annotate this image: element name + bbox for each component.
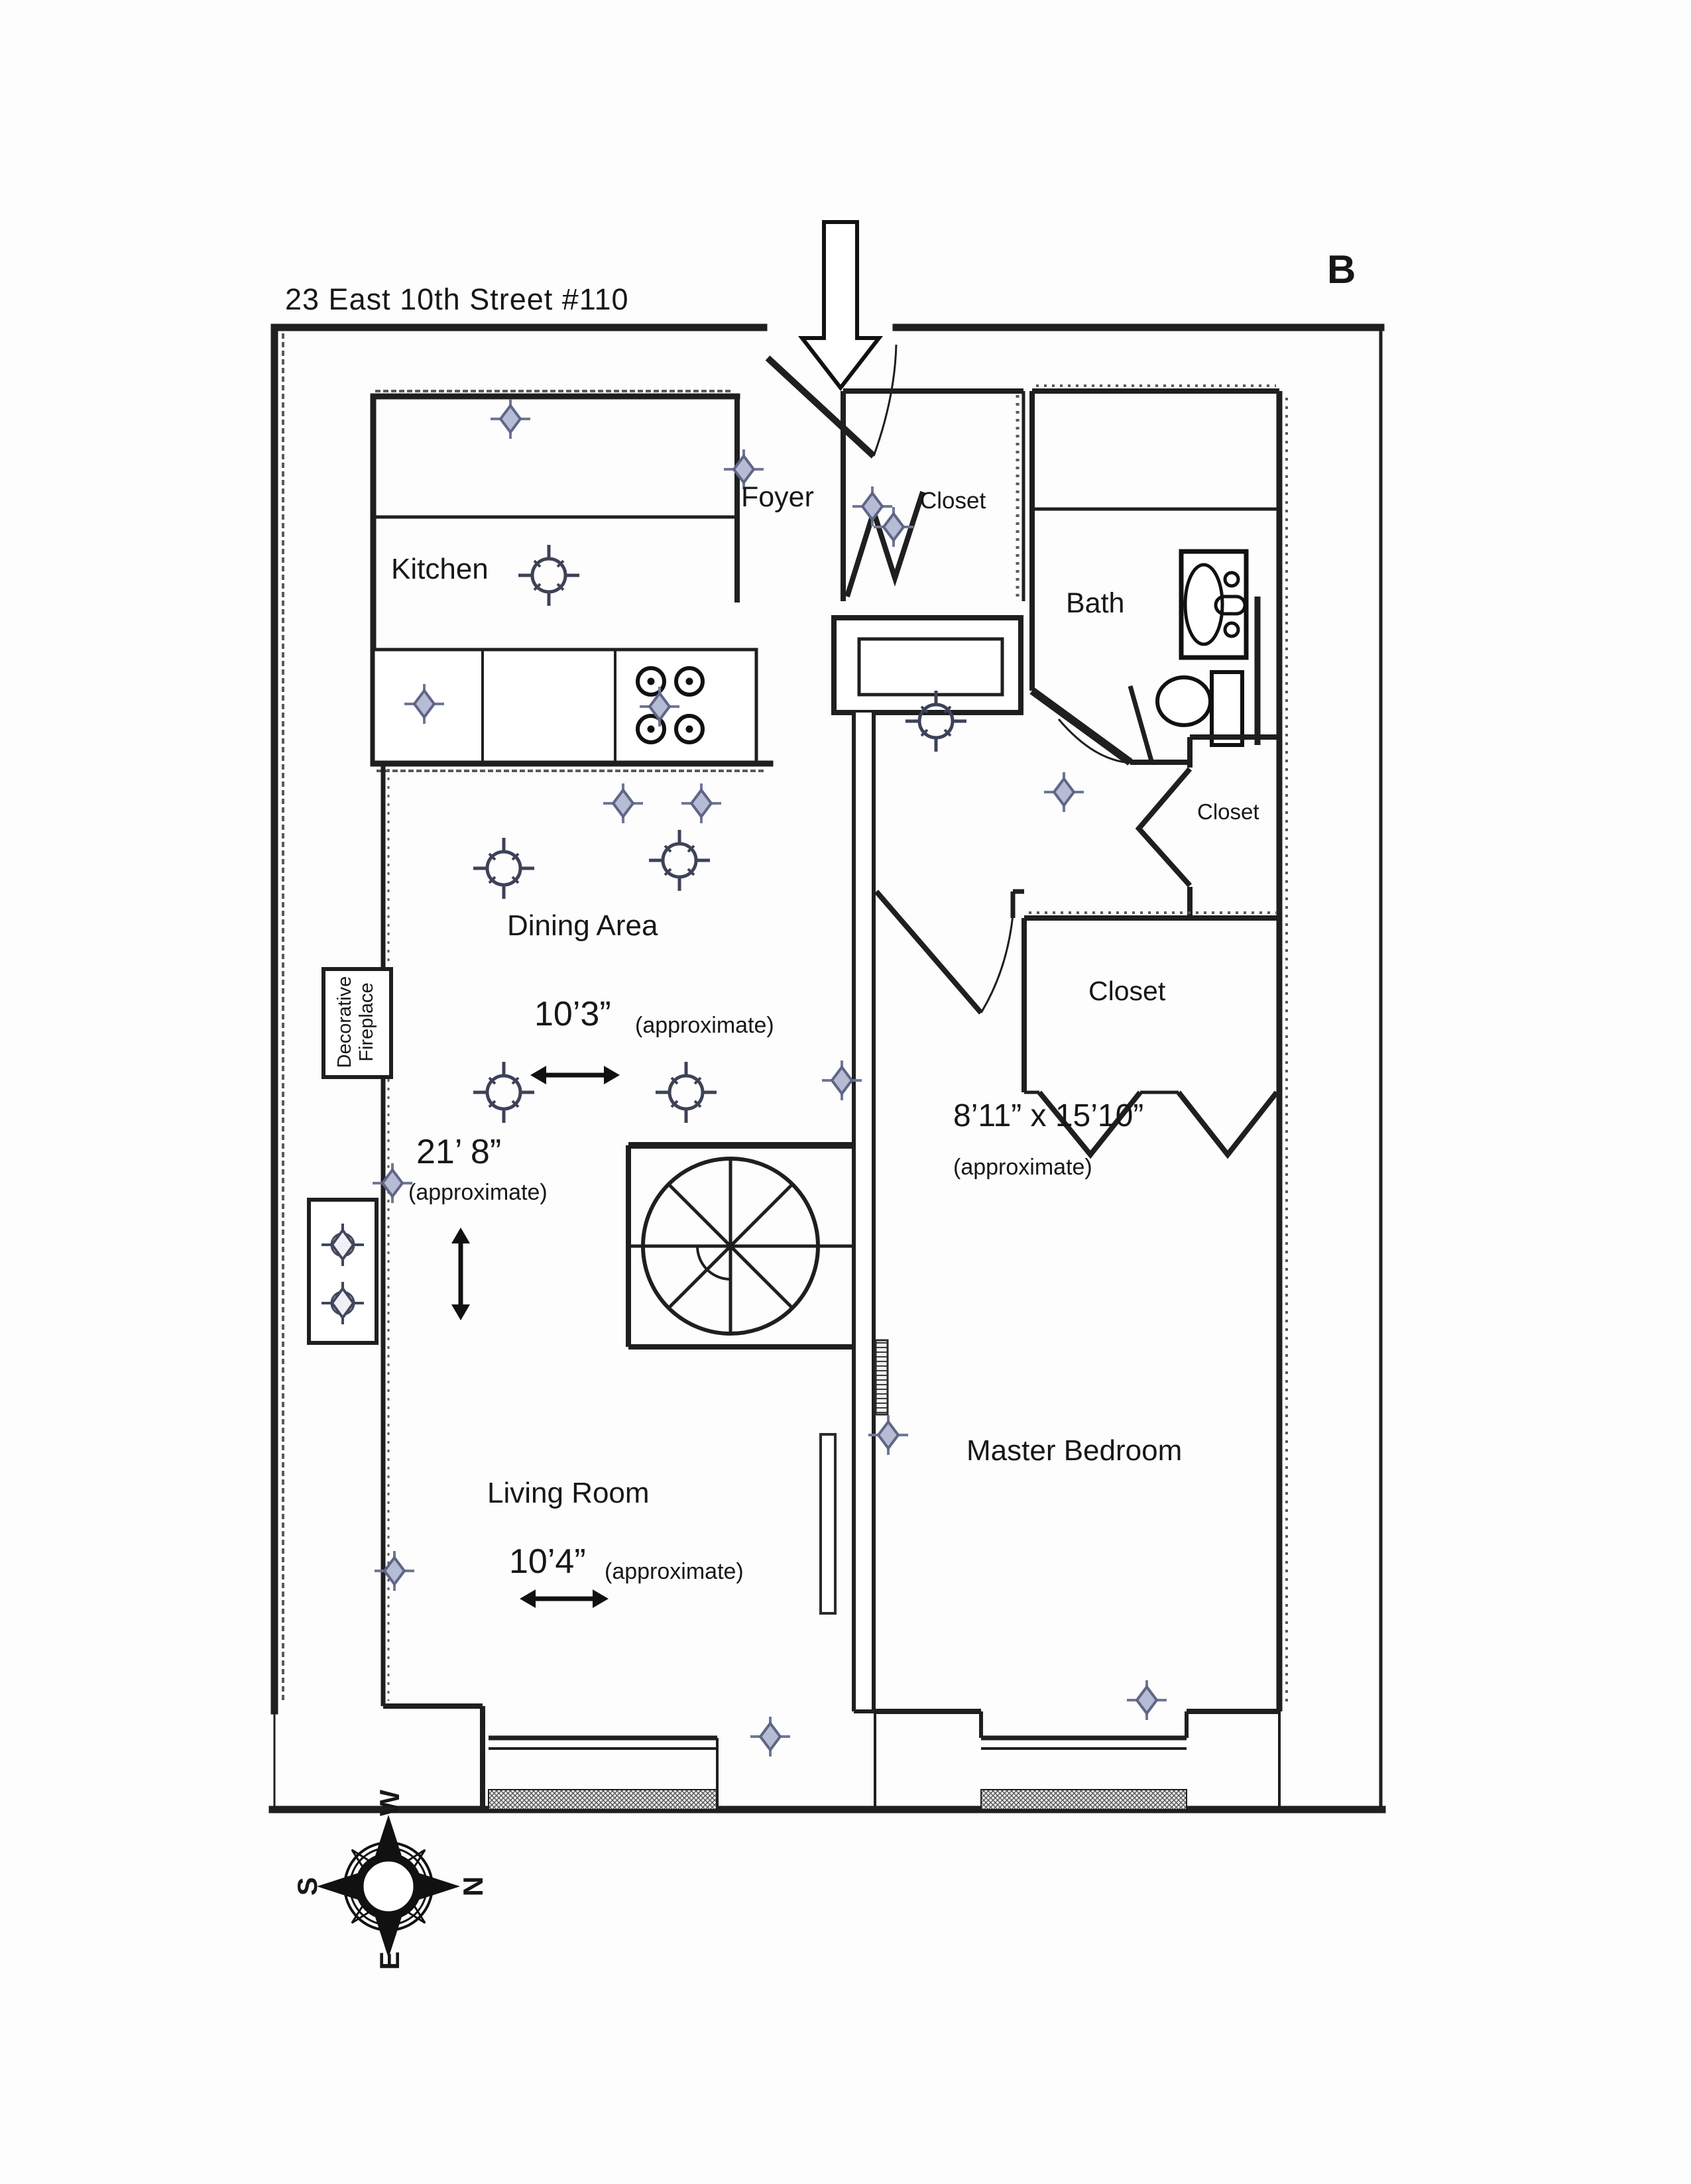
wall-light-icon (489, 398, 532, 440)
wall-light-icon (851, 485, 894, 528)
exterior-walls (268, 323, 1386, 1813)
bedroom-right-wall (1276, 391, 1288, 1711)
dimension-dining-width-qualifier: (approximate) (635, 1013, 774, 1038)
living-left-wall (380, 764, 390, 1706)
page-title: 23 East 10th Street #110 (285, 282, 629, 316)
dimension-master-bedroom: 8’11” x 15’10” (953, 1098, 1144, 1133)
window-bays (383, 1703, 1281, 1810)
foyer-storage-alcove (831, 615, 1023, 715)
wall-light-icon (680, 782, 723, 825)
dimension-living-width: 10’4” (509, 1542, 586, 1581)
stove-icon (636, 666, 705, 744)
ceiling-light-icon (656, 1062, 717, 1123)
wall-lights (320, 398, 1168, 1758)
compass-letter-south: S (292, 1877, 323, 1896)
bifold-door (1176, 1090, 1279, 1159)
wall-light-icon (602, 782, 644, 825)
foyer-closet (841, 388, 1025, 601)
room-label-bath: Bath (1066, 587, 1125, 619)
closet-double-doors (845, 490, 925, 598)
room-label-kitchen: Kitchen (391, 553, 489, 585)
dimension-dining-width: 10’3” (534, 995, 611, 1033)
dimension-arrows (451, 1066, 620, 1608)
dimension-living-width-qualifier: (approximate) (605, 1559, 744, 1584)
feature-label-decorative-fireplace: Decorative Fireplace (334, 962, 378, 1082)
wall-light-icon (373, 1550, 416, 1592)
bifold-door (1037, 1090, 1143, 1159)
dimension-living-length-qualifier: (approximate) (408, 1180, 548, 1205)
dimension-master-bedroom-qualifier: (approximate) (953, 1155, 1092, 1180)
ceiling-light-icon (518, 545, 579, 606)
spiral-staircase-icon (626, 1142, 854, 1350)
wall-light-icon (749, 1715, 791, 1758)
decorative-fireplace (321, 967, 393, 1079)
wall-light-icon (371, 1162, 414, 1204)
ceiling-light-icon (473, 838, 534, 899)
wall-light-icon (1043, 771, 1085, 813)
room-label-master-bedroom: Master Bedroom (966, 1434, 1183, 1467)
bifold-door (1135, 767, 1193, 888)
compass-letter-east: E (374, 1951, 405, 1971)
fireplace-line1: Decorative (334, 976, 355, 1068)
bath-walls (1029, 384, 1279, 766)
wall-light-icon (1126, 1679, 1168, 1721)
master-bedroom-door (874, 889, 1024, 1015)
ceiling-light-icon (649, 830, 710, 891)
room-label-foyer: Foyer (741, 481, 814, 513)
radiator (819, 1339, 889, 1615)
ceiling-light-icon (473, 1062, 534, 1123)
entry-direction-arrow-icon (797, 220, 884, 391)
room-label-master-closet: Closet (1088, 976, 1166, 1006)
central-wall (852, 713, 876, 1713)
fireplace-line2: Fireplace (356, 982, 377, 1062)
vanity-sink-icon (1179, 549, 1249, 660)
room-label-dining-area: Dining Area (507, 909, 658, 942)
room-label-foyer-closet: Closet (920, 488, 986, 514)
entry-door (765, 344, 898, 459)
compass-letter-north: N (457, 1876, 489, 1897)
toilet-icon (1155, 670, 1244, 747)
room-label-hall-closet: Closet (1197, 799, 1259, 824)
bath-door (1128, 685, 1154, 762)
compass-letter-west: W (374, 1790, 405, 1816)
plan-letter: B (1327, 247, 1356, 292)
room-label-living-room: Living Room (487, 1477, 650, 1509)
dimension-living-length: 21’ 8” (416, 1133, 502, 1171)
compass-rose-icon (317, 1815, 460, 1958)
